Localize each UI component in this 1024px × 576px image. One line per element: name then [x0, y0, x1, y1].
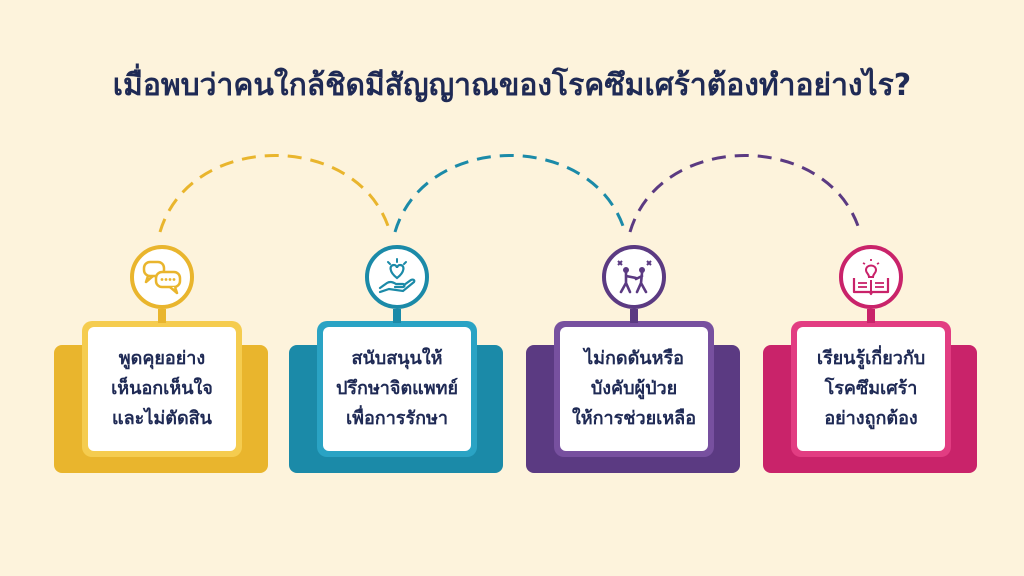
step-text-line: ปรึกษาจิตแพทย์ — [335, 378, 459, 399]
step-learn-correctly: เรียนรู้เกี่ยวกับ โรคซึมเศร้า อย่างถูกต้… — [763, 245, 977, 475]
step-card: พูดคุยอย่าง เห็นอกเห็นใจ และไม่ตัดสิน — [82, 321, 242, 457]
step-text-line: เพื่อการรักษา — [345, 408, 449, 429]
heart-hand-icon — [365, 245, 429, 309]
step-talk-empathy: พูดคุยอย่าง เห็นอกเห็นใจ และไม่ตัดสิน — [54, 245, 268, 475]
step-text-line: เรียนรู้เกี่ยวกับ — [816, 348, 926, 369]
arc-purple — [628, 154, 862, 233]
arc-yellow — [158, 154, 392, 233]
chat-bubbles-icon — [130, 245, 194, 309]
step-text-line: ให้การช่วยเหลือ — [571, 408, 697, 429]
open-book-bulb-icon — [839, 245, 903, 309]
people-pushing-icon — [602, 245, 666, 309]
step-text-line: สนับสนุนให้ — [351, 348, 443, 369]
step-card: เรียนรู้เกี่ยวกับ โรคซึมเศร้า อย่างถูกต้… — [791, 321, 951, 457]
step-no-pressure: ไม่กดดันหรือ บังคับผู้ป่วย ให้การช่วยเหล… — [526, 245, 740, 475]
step-card: สนับสนุนให้ ปรึกษาจิตแพทย์ เพื่อการรักษา — [317, 321, 477, 457]
step-text-line: เห็นอกเห็นใจ — [111, 378, 213, 399]
step-support-psychiatrist: สนับสนุนให้ ปรึกษาจิตแพทย์ เพื่อการรักษา — [289, 245, 503, 475]
step-text-line: อย่างถูกต้อง — [824, 408, 918, 429]
step-text-line: ไม่กดดันหรือ — [584, 348, 684, 369]
step-card: ไม่กดดันหรือ บังคับผู้ป่วย ให้การช่วยเหล… — [554, 321, 714, 457]
step-text-line: และไม่ตัดสิน — [112, 408, 212, 429]
step-text-line: โรคซึมเศร้า — [824, 378, 918, 399]
step-text-line: พูดคุยอย่าง — [118, 348, 206, 369]
arc-teal — [393, 154, 627, 233]
step-text-line: บังคับผู้ป่วย — [590, 378, 678, 399]
page-title: เมื่อพบว่าคนใกล้ชิดมีสัญญาณของโรคซึมเศร้… — [112, 68, 912, 103]
